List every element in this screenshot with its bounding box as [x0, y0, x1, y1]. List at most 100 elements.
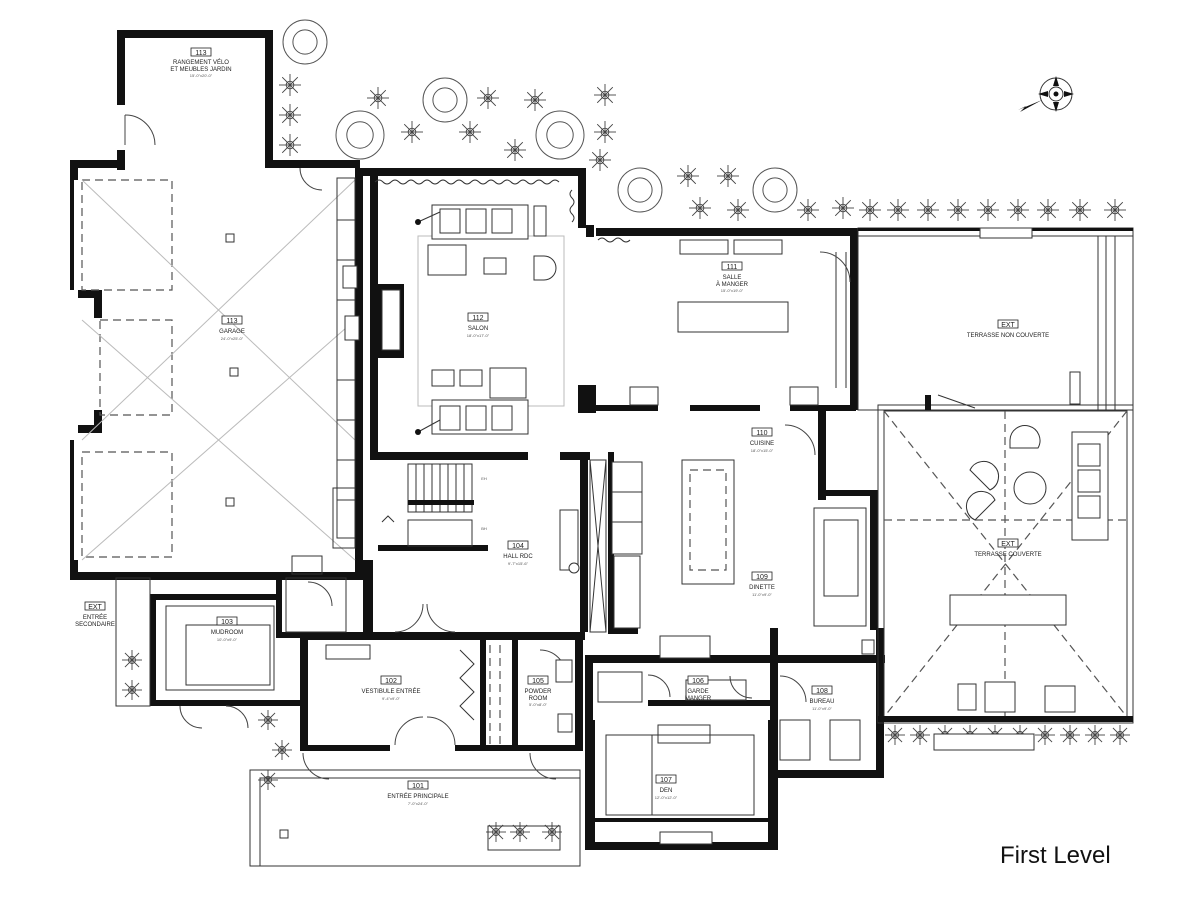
room-dims: 18'-0"x15'-0" — [751, 448, 774, 453]
shrub-icon — [689, 197, 711, 219]
room-name: RANGEMENT VÉLO — [173, 59, 229, 66]
shrub-icon — [258, 710, 278, 730]
shrub-icon — [1007, 199, 1029, 221]
shrub-icon — [1104, 199, 1126, 221]
room-number: 109 — [756, 574, 768, 581]
room-label-garde-manger: 106 GARDE MANGER — [685, 675, 712, 702]
tree-icon — [335, 110, 385, 160]
shrub-icon — [524, 89, 546, 111]
room-dims: 5'-0"x8'-0" — [529, 702, 548, 707]
shrub-icon — [859, 199, 881, 221]
room-name: SALLE — [723, 275, 742, 281]
shrub-icon — [510, 822, 530, 842]
room-labels: 113 RANGEMENT VÉLO ET MEUBLES JARDIN 15'… — [75, 47, 1049, 806]
shrub-icon — [910, 725, 930, 745]
shrub-icon — [504, 139, 526, 161]
room-label-entree-secondaire: EXT ENTRÉE SECONDAIRE — [75, 601, 115, 628]
room-name-line2: MANGER — [685, 696, 712, 702]
room-number: 101 — [412, 783, 424, 790]
room-number: 103 — [221, 619, 233, 626]
shrub-icon — [594, 84, 616, 106]
shrub-icon — [1035, 725, 1055, 745]
kitchen-furniture — [539, 424, 875, 845]
room-number: EXT — [1001, 541, 1015, 548]
tree-icon — [617, 167, 663, 213]
room-label-salon: 112 SALON 18'-0"x17'-0" — [467, 312, 490, 338]
room-number: 107 — [660, 777, 672, 784]
room-name-line2: ROOM — [529, 696, 548, 702]
room-dims: 9'-7"x15'-6" — [508, 561, 529, 566]
shrub-icon — [797, 199, 819, 221]
room-label-mudroom: 103 MUDROOM 10'-0"x9'-0" — [211, 616, 243, 642]
room-label-salle-a-manger: 111 SALLE À MANGER 15'-0"x19'-0" — [716, 261, 749, 293]
room-name: GARDE — [687, 689, 708, 695]
shrub-icon — [594, 121, 616, 143]
room-number: 102 — [385, 678, 397, 685]
room-name: GARAGE — [219, 329, 245, 335]
room-name: HALL RDC — [503, 554, 533, 560]
room-dims: 15'-0"x20'-0" — [190, 73, 213, 78]
room-number: 113 — [226, 318, 237, 325]
tree-icon — [282, 19, 328, 65]
room-dims: 11'-0"x9'-0" — [812, 706, 832, 711]
room-dims: 11'-0"x9'-0" — [752, 592, 772, 597]
room-name: MUDROOM — [211, 630, 243, 636]
room-label-cuisine: 110 CUISINE 18'-0"x15'-0" — [750, 427, 774, 453]
shrub-icon — [122, 680, 142, 700]
room-dims: 7'-0"x24'-0" — [408, 801, 429, 806]
room-label-terrasse-non-couverte: EXT TERRASSE NON COUVERTE — [967, 319, 1049, 339]
shrub-icon — [727, 199, 749, 221]
room-name: SALON — [468, 326, 488, 332]
garage-block — [70, 30, 365, 580]
room-dims: 18'-0"x17'-0" — [467, 333, 490, 338]
shrub-icon — [947, 199, 969, 221]
room-name-line2: SECONDAIRE — [75, 622, 115, 628]
room-number: EXT — [1001, 322, 1015, 329]
house-walls — [150, 168, 885, 850]
room-dims: 9'-4"x9'-0" — [382, 696, 401, 701]
room-name: POWDER — [525, 689, 553, 695]
room-number: EXT — [88, 604, 102, 611]
stair-up-mark: EH — [481, 476, 487, 481]
tree-icon — [752, 167, 798, 213]
shrub-icon — [917, 199, 939, 221]
room-label-hall: 104 HALL RDC 9'-7"x15'-6" EH BH — [481, 476, 533, 566]
shrub-icon — [1110, 725, 1130, 745]
room-name: TERRASSE NON COUVERTE — [967, 333, 1049, 339]
shrub-icon — [1037, 199, 1059, 221]
room-number: 112 — [472, 315, 483, 322]
room-label-vestibule: 102 VESTIBULE ENTRÉE 9'-4"x9'-0" — [361, 675, 421, 701]
shrub-icon — [279, 74, 301, 96]
dining-furniture — [597, 237, 851, 406]
room-label-entree-principale: 101 ENTRÉE PRINCIPALE 7'-0"x24'-0" — [387, 780, 449, 806]
room-number: 113 — [195, 50, 206, 57]
room-label-terrasse-couverte: EXT TERRASSE COUVERTE — [974, 538, 1042, 558]
shrub-icon — [477, 87, 499, 109]
living-furniture — [374, 179, 575, 435]
room-number: 105 — [532, 678, 544, 685]
shrub-icon — [832, 197, 854, 219]
stair-down-mark: BH — [481, 526, 487, 531]
shrub-icon — [122, 650, 142, 670]
room-label-garage: 113 GARAGE 24'-0"x25'-0" — [219, 315, 245, 341]
shrub-icon — [717, 165, 739, 187]
shrub-icon — [367, 87, 389, 109]
shrub-icon — [677, 165, 699, 187]
room-name: ENTRÉE — [83, 614, 107, 621]
room-name: DINETTE — [749, 585, 775, 591]
room-number: 106 — [692, 678, 704, 685]
shrub-icon — [459, 121, 481, 143]
room-dims: 10'-0"x9'-0" — [217, 637, 238, 642]
north-arrow-icon — [1018, 76, 1074, 112]
terraces — [857, 227, 1134, 751]
room-label-powder: 105 POWDER ROOM 5'-0"x8'-0" — [525, 675, 553, 707]
room-name: DEN — [660, 788, 673, 794]
room-number: 108 — [816, 688, 828, 695]
shrub-icon — [401, 121, 423, 143]
shrub-icon — [589, 149, 611, 171]
room-label-bureau: 108 BUREAU 11'-0"x9'-0" — [809, 685, 835, 711]
shrub-icon — [279, 134, 301, 156]
shrub-icon — [272, 740, 292, 760]
entry — [115, 577, 581, 867]
